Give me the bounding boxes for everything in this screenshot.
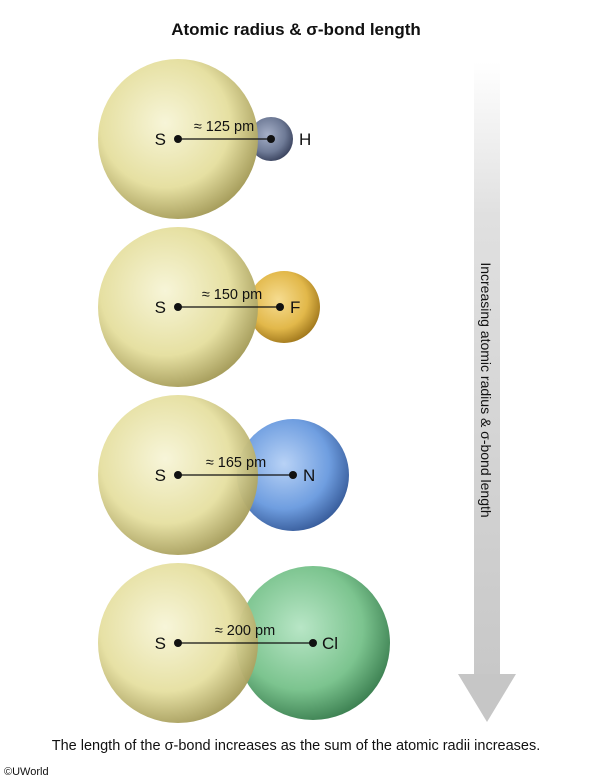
nucleus-dot: [267, 135, 275, 143]
bond-length-label: ≈ 165 pm: [206, 455, 266, 471]
bond-length-label: ≈ 125 pm: [194, 119, 254, 135]
diagram-title: Atomic radius & σ-bond length: [171, 20, 421, 39]
nucleus-dot: [289, 471, 297, 479]
increase-arrow: [458, 62, 516, 722]
molecule-s-f: S F ≈ 150 pm: [98, 227, 320, 387]
atom-label-right: Cl: [322, 634, 338, 653]
atom-label-right: F: [290, 298, 300, 317]
atom-label-left: S: [155, 298, 166, 317]
molecule-s-n: S N ≈ 165 pm: [98, 395, 349, 555]
atom-label-right: H: [299, 130, 311, 149]
nucleus-dot: [174, 135, 182, 143]
nucleus-dot: [309, 639, 317, 647]
atom-label-left: S: [155, 466, 166, 485]
arrow-label: Increasing atomic radius & σ-bond length: [478, 262, 494, 518]
bond-length-label: ≈ 200 pm: [215, 623, 275, 639]
nucleus-dot: [174, 639, 182, 647]
molecule-s-h: S H ≈ 125 pm: [98, 59, 311, 219]
atom-label-left: S: [155, 634, 166, 653]
bond-length-label: ≈ 150 pm: [202, 287, 262, 303]
nucleus-dot: [174, 303, 182, 311]
atom-label-right: N: [303, 466, 315, 485]
molecule-s-cl: S Cl ≈ 200 pm: [98, 563, 390, 723]
nucleus-dot: [174, 471, 182, 479]
nucleus-dot: [276, 303, 284, 311]
copyright: ©UWorld: [4, 766, 49, 778]
atom-label-left: S: [155, 130, 166, 149]
caption: The length of the σ-bond increases as th…: [51, 738, 541, 754]
